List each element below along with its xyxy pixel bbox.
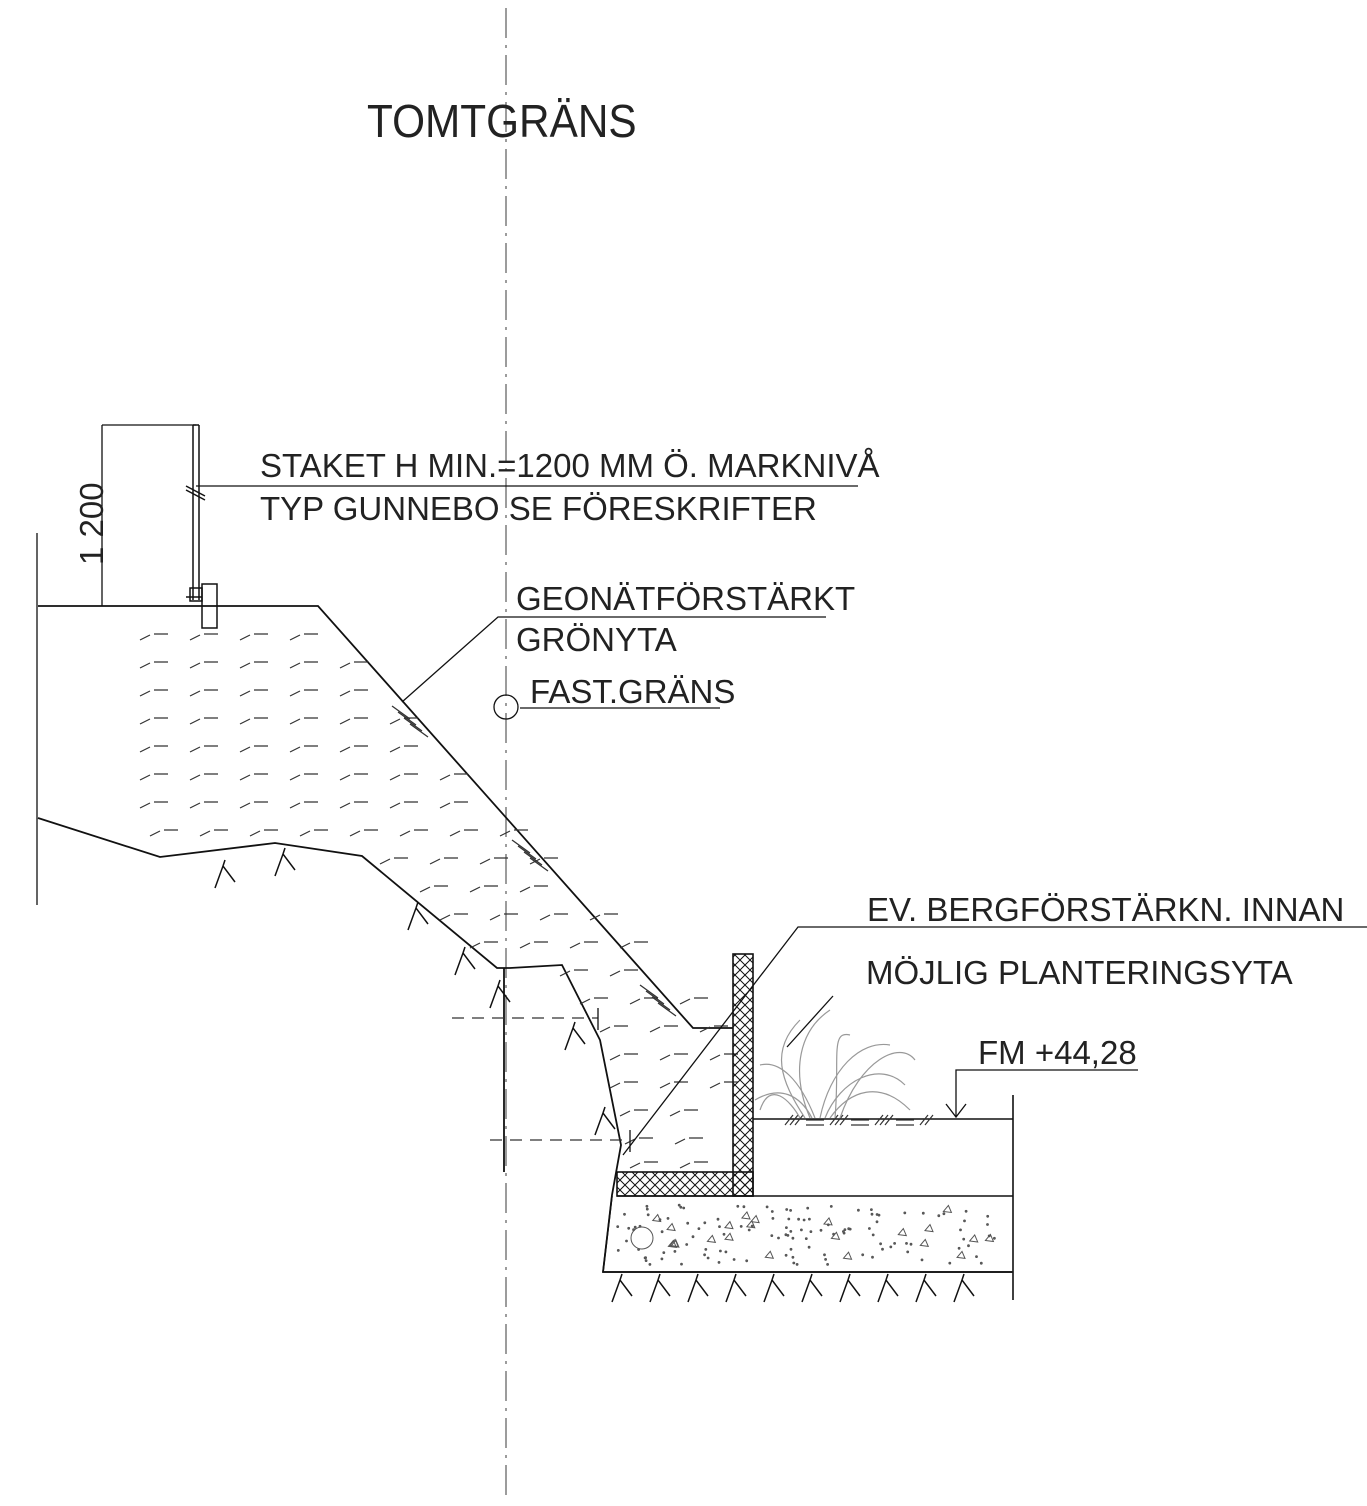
rock-mark: [489, 979, 511, 1009]
rock-mark: [953, 1273, 975, 1303]
planting-area-label: MÖJLIG PLANTERINGSYTA: [866, 954, 1293, 991]
fence: [185, 424, 218, 629]
gravel-base: [616, 1203, 996, 1266]
reference-dashes: [452, 1017, 630, 1141]
fence-note-line2: TYP GUNNEBO SE FÖRESKRIFTER: [260, 490, 817, 527]
rock-mark: [611, 1273, 633, 1303]
rock-mark: [687, 1273, 709, 1303]
rock-reinforcement-label: EV. BERGFÖRSTÄRKN. INNAN: [867, 891, 1345, 928]
rock-mark: [763, 1273, 785, 1303]
ground-levels: [602, 1095, 1014, 1300]
dimension-1200-label: 1 200: [73, 482, 110, 565]
dimension-1200: [36, 424, 196, 905]
plant-symbol: [754, 1009, 916, 1119]
geonet-note-line1: GEONÄTFÖRSTÄRKT: [516, 580, 856, 617]
rock-mark: [877, 1273, 899, 1303]
fence-note-line1: STAKET H MIN.=1200 MM Ö. MARKNIVÅ: [260, 447, 880, 484]
fill-hatch: [139, 633, 738, 1169]
rock-mark: [801, 1273, 823, 1303]
rock-mark: [649, 1273, 671, 1303]
retaining-wall: [616, 953, 754, 1197]
fixed-boundary-label: FAST.GRÄNS: [530, 673, 736, 710]
rock-mark: [274, 847, 296, 877]
rock-mark: [407, 901, 429, 931]
rock-mark: [564, 1021, 586, 1051]
reference-ticks: [597, 1008, 631, 1152]
rock-mark: [915, 1273, 937, 1303]
planting-surface-hatch: [784, 1114, 934, 1126]
rock-mark: [839, 1273, 861, 1303]
slope-surface: [37, 605, 1012, 1273]
geonet-note-line2: GRÖNYTA: [516, 621, 677, 658]
rock-symbols: [214, 847, 975, 1303]
rock-mark: [725, 1273, 747, 1303]
leader-lines: [196, 485, 1367, 1156]
property-boundary-label: TOMTGRÄNS: [367, 95, 637, 147]
rock-mark: [454, 946, 476, 976]
rock-mark: [594, 1106, 616, 1136]
fast-grans-marker: [493, 694, 519, 720]
rock-mark: [214, 859, 236, 889]
finished-ground-level: FM +44,28: [978, 1034, 1137, 1071]
